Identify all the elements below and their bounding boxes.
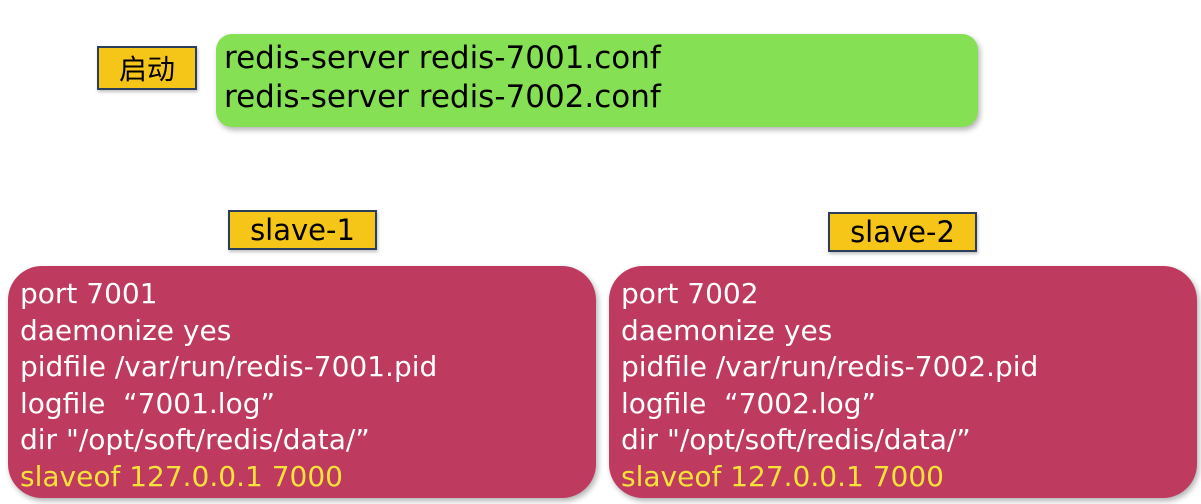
- config-line-dir: dir "/opt/soft/redis/data/”: [20, 423, 370, 456]
- command-line: redis-server redis-7002.conf: [224, 79, 661, 115]
- config-line-slaveof: slaveof 127.0.0.1 7000: [621, 459, 944, 493]
- config-line-pidfile: pidfile /var/run/redis-7002.pid: [621, 350, 1039, 383]
- config-line-port: port 7001: [20, 277, 158, 310]
- command-box: redis-server redis-7001.conf redis-serve…: [216, 34, 978, 127]
- config-line-daemonize: daemonize yes: [20, 313, 232, 347]
- command-line: redis-server redis-7001.conf: [224, 40, 661, 76]
- config-line-slaveof: slaveof 127.0.0.1 7000: [20, 459, 343, 493]
- config-line-daemonize: daemonize yes: [621, 313, 833, 347]
- slave-1-label: slave-1: [228, 210, 377, 250]
- config-line-logfile: logfile “7002.log”: [621, 386, 876, 420]
- start-label: 启动: [97, 46, 197, 90]
- config-line-logfile: logfile “7001.log”: [20, 386, 275, 420]
- slave-1-config-box: port 7001 daemonize yes pidfile /var/run…: [8, 266, 596, 498]
- config-line-pidfile: pidfile /var/run/redis-7001.pid: [20, 350, 438, 383]
- slave-2-config-box: port 7002 daemonize yes pidfile /var/run…: [609, 266, 1197, 498]
- config-line-dir: dir "/opt/soft/redis/data/”: [621, 423, 971, 456]
- config-line-port: port 7002: [621, 277, 759, 310]
- slave-2-label: slave-2: [828, 212, 977, 252]
